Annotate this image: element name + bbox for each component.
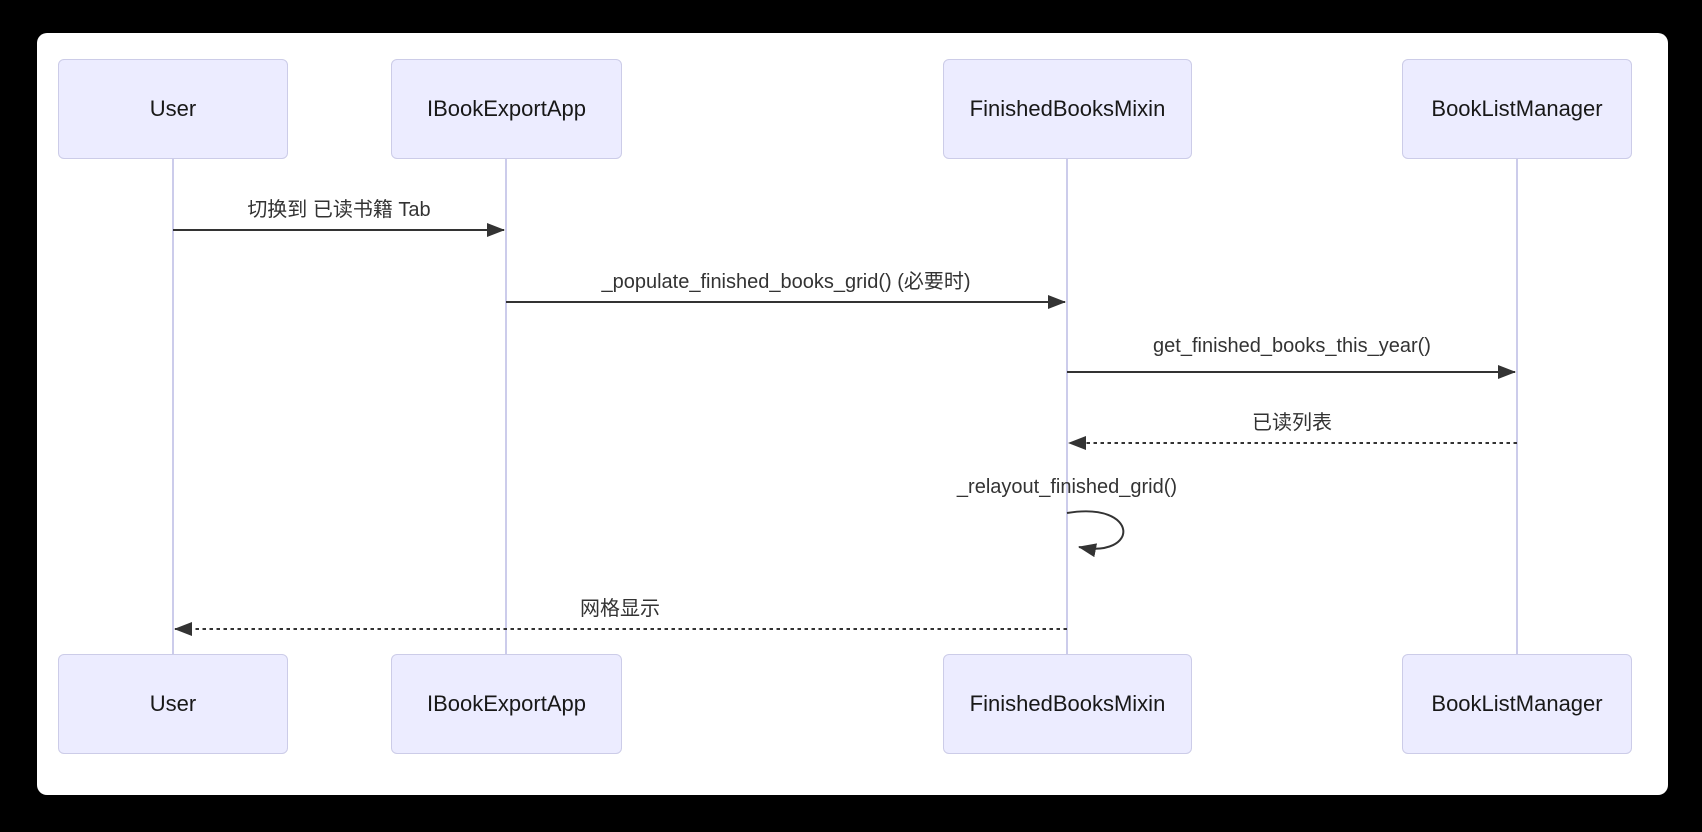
actor-box-user-bottom: User: [58, 654, 288, 754]
actor-box-finishedbooksmixin-bottom: FinishedBooksMixin: [943, 654, 1192, 754]
actor-label: BookListManager: [1431, 96, 1603, 121]
message-label-5: _relayout_finished_grid(): [956, 476, 1178, 498]
actor-box-finishedbooksmixin-top: FinishedBooksMixin: [943, 59, 1192, 159]
message-label-6: 网格显示: [580, 598, 660, 620]
actor-label: BookListManager: [1431, 691, 1603, 716]
message-label-1: 切换到 已读书籍 Tab: [247, 199, 431, 221]
message-label-2: _populate_finished_books_grid() (必要时): [601, 271, 971, 293]
message-label-3: get_finished_books_this_year(): [1153, 335, 1431, 357]
actor-label: User: [149, 691, 197, 716]
actor-label: FinishedBooksMixin: [969, 96, 1166, 121]
actor-box-ibookexportapp-top: IBookExportApp: [391, 59, 622, 159]
actor-label: IBookExportApp: [427, 96, 586, 121]
actor-box-user-top: User: [58, 59, 288, 159]
actor-box-booklistmanager-bottom: BookListManager: [1402, 654, 1632, 754]
actor-box-ibookexportapp-bottom: IBookExportApp: [391, 654, 622, 754]
actor-label: FinishedBooksMixin: [969, 691, 1166, 716]
actor-label: User: [149, 96, 197, 121]
sequence-diagram-lines: [172, 159, 1518, 654]
actor-box-booklistmanager-top: BookListManager: [1402, 59, 1632, 159]
actor-label: IBookExportApp: [427, 691, 586, 716]
message-label-4: 已读列表: [1252, 412, 1332, 434]
message-arrow-5-self-loop: [1066, 510, 1125, 558]
diagram-canvas: User IBookExportApp FinishedBooksMixin B…: [37, 33, 1668, 795]
